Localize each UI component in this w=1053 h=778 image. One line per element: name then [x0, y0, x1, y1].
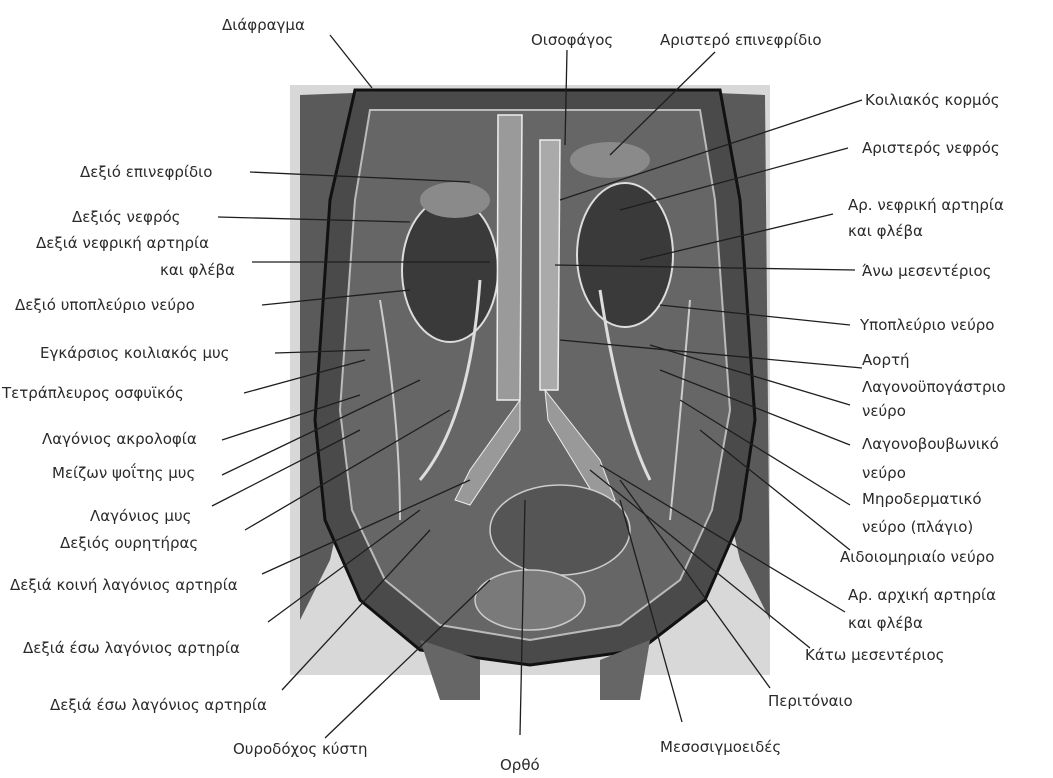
right-kidney-shape — [402, 198, 498, 342]
label-left-kidney: Αριστερός νεφρός — [862, 139, 1000, 157]
vena-cava-shape — [497, 115, 522, 400]
label-right-ureter: Δεξιός ουρητήρας — [60, 534, 198, 552]
label-transversus-abdominis: Εγκάρσιος κοιλιακός μυς — [40, 344, 230, 362]
label-aorta: Αορτή — [862, 351, 910, 369]
label-bladder: Ουροδόχος κύστη — [233, 740, 368, 758]
label-left-common-iliac-1: Αρ. αρχική αρτηρία — [848, 586, 996, 604]
label-rectum: Ορθό — [500, 756, 540, 774]
label-right-kidney: Δεξιός νεφρός — [72, 208, 180, 226]
label-right-renal-1: Δεξιά νεφρική αρτηρία — [36, 234, 209, 252]
label-lat-femoral-2: νεύρο (πλάγιο) — [862, 518, 973, 536]
label-psoas-major: Μείζων ψοΐτης μυς — [52, 462, 195, 482]
label-left-renal-2: και φλέβα — [848, 222, 923, 240]
label-right-subcostal: Δεξιό υποπλεύριο νεύρο — [15, 296, 195, 314]
label-iliacus: Λαγόνιος μυς — [90, 507, 191, 525]
label-right-adrenal: Δεξιό επινεφρίδιο — [80, 163, 212, 181]
label-left-renal-1: Αρ. νεφρική αρτηρία — [848, 196, 1004, 214]
label-right-internal-iliac: Δεξιά έσω λαγόνιος αρτηρία — [50, 696, 267, 714]
label-ilioinguinal-2: νεύρο — [862, 464, 906, 482]
label-left-common-iliac-2: και φλέβα — [848, 614, 923, 632]
label-iliohypogastric-2: νεύρο — [862, 402, 906, 420]
label-inferior-mesenteric: Κάτω μεσεντέριος — [805, 646, 944, 664]
label-celiac-trunk: Κοιλιακός κορμός — [865, 91, 1000, 109]
label-quadratus-lumborum: Τετράπλευρος οσφυϊκός — [1, 384, 184, 402]
label-sigmoid-mesocolon: Μεσοσιγμοειδές — [660, 738, 781, 756]
label-iliohypogastric-1: Λαγονοϋπογάστριο — [862, 378, 1006, 396]
label-peritoneum: Περιτόναιο — [768, 692, 853, 710]
label-genitofemoral: Αιδοιομηριαίο νεύρο — [840, 548, 994, 566]
label-right-common-iliac: Δεξιά κοινή λαγόνιος αρτηρία — [10, 576, 238, 594]
label-iliac-crest: Λαγόνιος ακρολοφία — [42, 430, 197, 448]
label-right-external-iliac: Δεξιά έσω λαγόνιος αρτηρία — [23, 639, 240, 657]
label-ilioinguinal-1: Λαγονοβουβωνικό — [862, 435, 999, 453]
label-lat-femoral-1: Μηροδερματικό — [862, 490, 982, 508]
label-subcostal-nerve: Υποπλεύριο νεύρο — [859, 316, 994, 334]
label-superior-mesenteric: Άνω μεσεντέριος — [862, 262, 991, 280]
label-diaphragm: Διάφραγμα — [222, 16, 305, 34]
label-esophagus: Οισοφάγος — [531, 31, 613, 49]
label-left-adrenal: Αριστερό επινεφρίδιο — [660, 31, 822, 49]
label-right-renal-2: και φλέβα — [160, 261, 235, 279]
